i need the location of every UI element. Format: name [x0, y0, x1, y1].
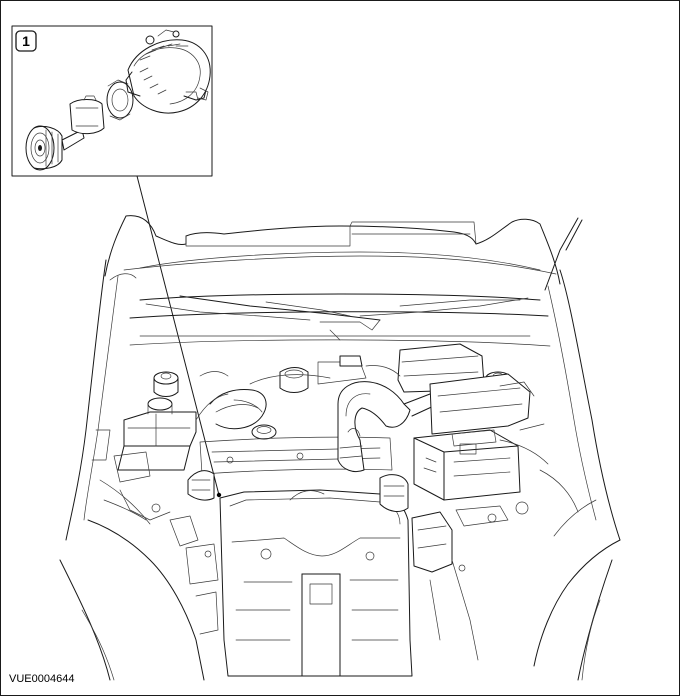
left-wing	[65, 259, 205, 681]
alternator-bracket	[106, 79, 134, 121]
callout-badge	[15, 30, 37, 52]
cylinder-head	[199, 436, 393, 475]
brake-fluid-reservoir	[117, 397, 197, 471]
coolant-area-right	[411, 501, 529, 661]
bonnet-strut	[544, 217, 583, 291]
lower-hose-left	[187, 470, 215, 501]
figure-reference-code: VUE0004644	[9, 673, 75, 685]
fuse-box-cover	[113, 451, 151, 483]
inset-border	[11, 25, 213, 177]
right-wing	[533, 269, 621, 667]
front-bumper-sides	[59, 559, 613, 681]
lower-hose-right	[379, 474, 409, 512]
callout-number: 1	[22, 33, 30, 49]
oil-filler-cap	[251, 424, 277, 440]
bonnet	[104, 215, 561, 285]
left-strut-tower	[153, 371, 179, 397]
engine-cover	[219, 489, 413, 677]
alternator-pulley	[25, 125, 63, 171]
intake-hoses	[195, 355, 367, 430]
leader-point	[216, 492, 222, 498]
removal-tool	[61, 95, 105, 151]
battery	[413, 429, 521, 501]
air-filter-box	[397, 343, 535, 435]
alternator-detail-inset: 1	[11, 25, 213, 177]
cowl-panel	[129, 293, 551, 347]
alternator-body	[125, 29, 211, 114]
lower-left-components	[151, 503, 219, 635]
engine-bay-view	[59, 215, 621, 681]
